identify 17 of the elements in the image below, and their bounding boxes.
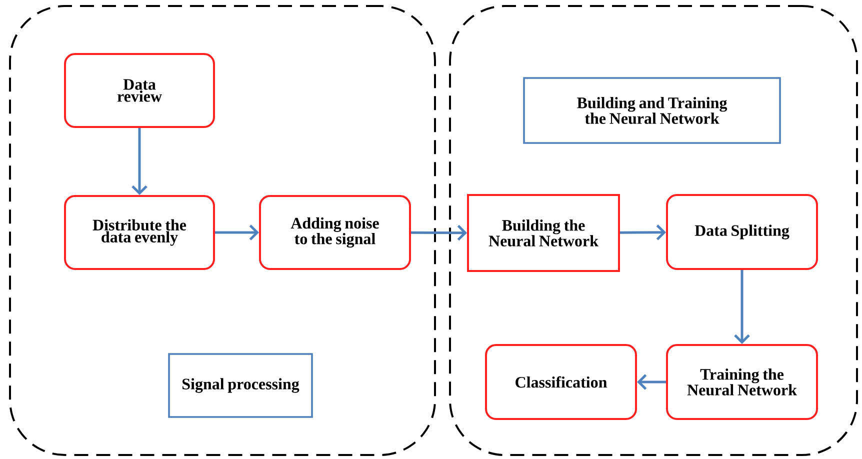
process-box: Adding noise to the signal: [259, 195, 411, 270]
arrow: [620, 224, 666, 240]
process-box: Data Splitting: [666, 194, 818, 270]
arrow: [215, 224, 259, 240]
process-box: Training the Neural Network: [666, 344, 818, 420]
process-box: Distribute the data evenly: [64, 195, 215, 270]
process-box: Classification: [485, 344, 637, 420]
arrow: [411, 224, 467, 241]
section-label-box: Building and Training the Neural Network: [523, 77, 781, 144]
process-box: Building the Neural Network: [467, 194, 620, 272]
arrow: [132, 128, 148, 195]
arrow: [637, 374, 666, 390]
group-region: [449, 5, 858, 456]
arrow: [734, 270, 750, 344]
process-box: Data review: [64, 53, 215, 128]
section-label-box: Signal processing: [168, 353, 313, 418]
group-region: [9, 5, 436, 456]
